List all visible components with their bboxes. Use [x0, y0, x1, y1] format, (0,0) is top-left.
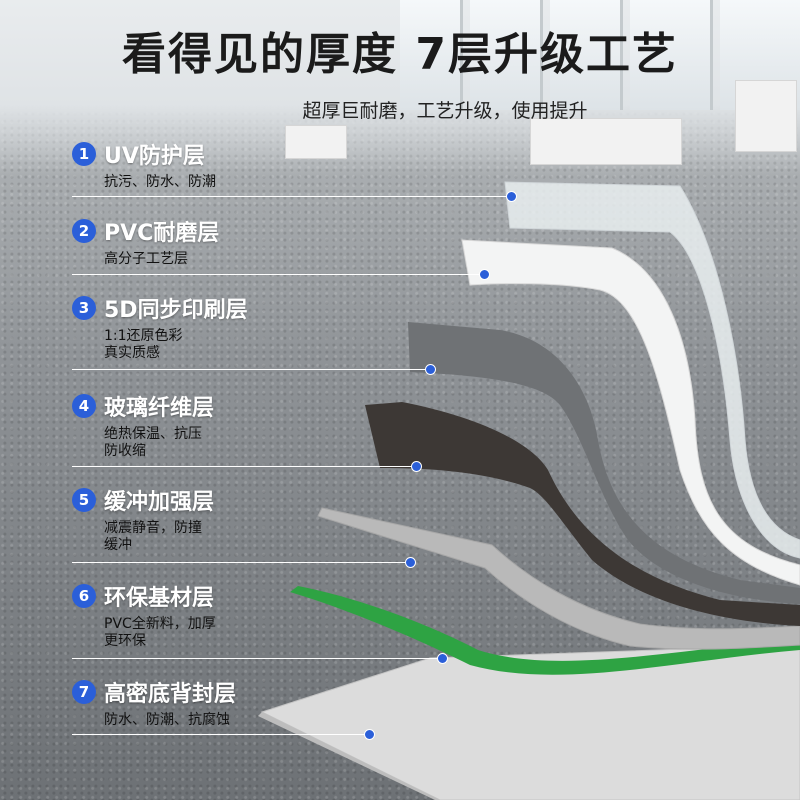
office-desk [530, 118, 682, 165]
fiber-layer-sheet [365, 402, 800, 626]
layer-number-badge: 6 [72, 584, 96, 608]
office-background [0, 0, 800, 175]
layer-title: 环保基材层 [104, 586, 215, 611]
office-desk [285, 125, 347, 159]
layer-description: 1:1还原色彩 真实质感 [104, 328, 183, 361]
page-title: 看得见的厚度 7层升级工艺 [122, 29, 678, 80]
layer-number-badge: 3 [72, 296, 96, 320]
leader-line [72, 274, 482, 275]
layer-description: 高分子工艺层 [104, 251, 188, 267]
layer-title: 5D同步印刷层 [104, 298, 248, 323]
print-layer-sheet [408, 322, 800, 604]
window-pane [550, 0, 623, 110]
layer-title: PVC耐磨层 [104, 221, 220, 246]
layer-description: PVC全新料，加厚 更环保 [104, 616, 216, 649]
leader-line [72, 658, 440, 659]
leader-dot [425, 364, 436, 375]
layer-title: UV防护层 [104, 144, 205, 169]
leader-dot [411, 461, 422, 472]
layer-description: 绝热保温、抗压 防收缩 [104, 426, 202, 459]
layer-description: 防水、防潮、抗腐蚀 [104, 712, 230, 728]
layer-description: 减震静音，防撞 缓冲 [104, 520, 202, 553]
buffer-layer-sheet [317, 507, 800, 650]
leader-line [72, 562, 408, 563]
window-pane [630, 0, 713, 110]
layer-number-badge: 4 [72, 394, 96, 418]
leader-dot [506, 191, 517, 202]
pvc-layer-sheet [461, 239, 800, 586]
layer-title: 玻璃纤维层 [104, 396, 215, 421]
back-seal-layer-sheet [260, 644, 800, 800]
office-chair [735, 80, 797, 152]
layer-title: 高密底背封层 [104, 682, 237, 707]
window-pane [400, 0, 463, 110]
layer-number-badge: 2 [72, 219, 96, 243]
leader-dot [437, 653, 448, 664]
leader-dot [364, 729, 375, 740]
layer-number-badge: 5 [72, 488, 96, 512]
leader-line [72, 734, 368, 735]
layer-title: 缓冲加强层 [104, 490, 215, 515]
leader-line [72, 466, 414, 467]
leader-line [72, 196, 508, 197]
window-pane [470, 0, 543, 110]
page-subtitle: 超厚巨耐磨，工艺升级，使用提升 [302, 100, 588, 122]
uv-layer-sheet [504, 181, 800, 559]
leader-dot [405, 557, 416, 568]
layer-description: 抗污、防水、防潮 [104, 174, 216, 190]
layer-number-badge: 1 [72, 142, 96, 166]
leader-line [72, 369, 428, 370]
layer-number-badge: 7 [72, 680, 96, 704]
leader-dot [479, 269, 490, 280]
